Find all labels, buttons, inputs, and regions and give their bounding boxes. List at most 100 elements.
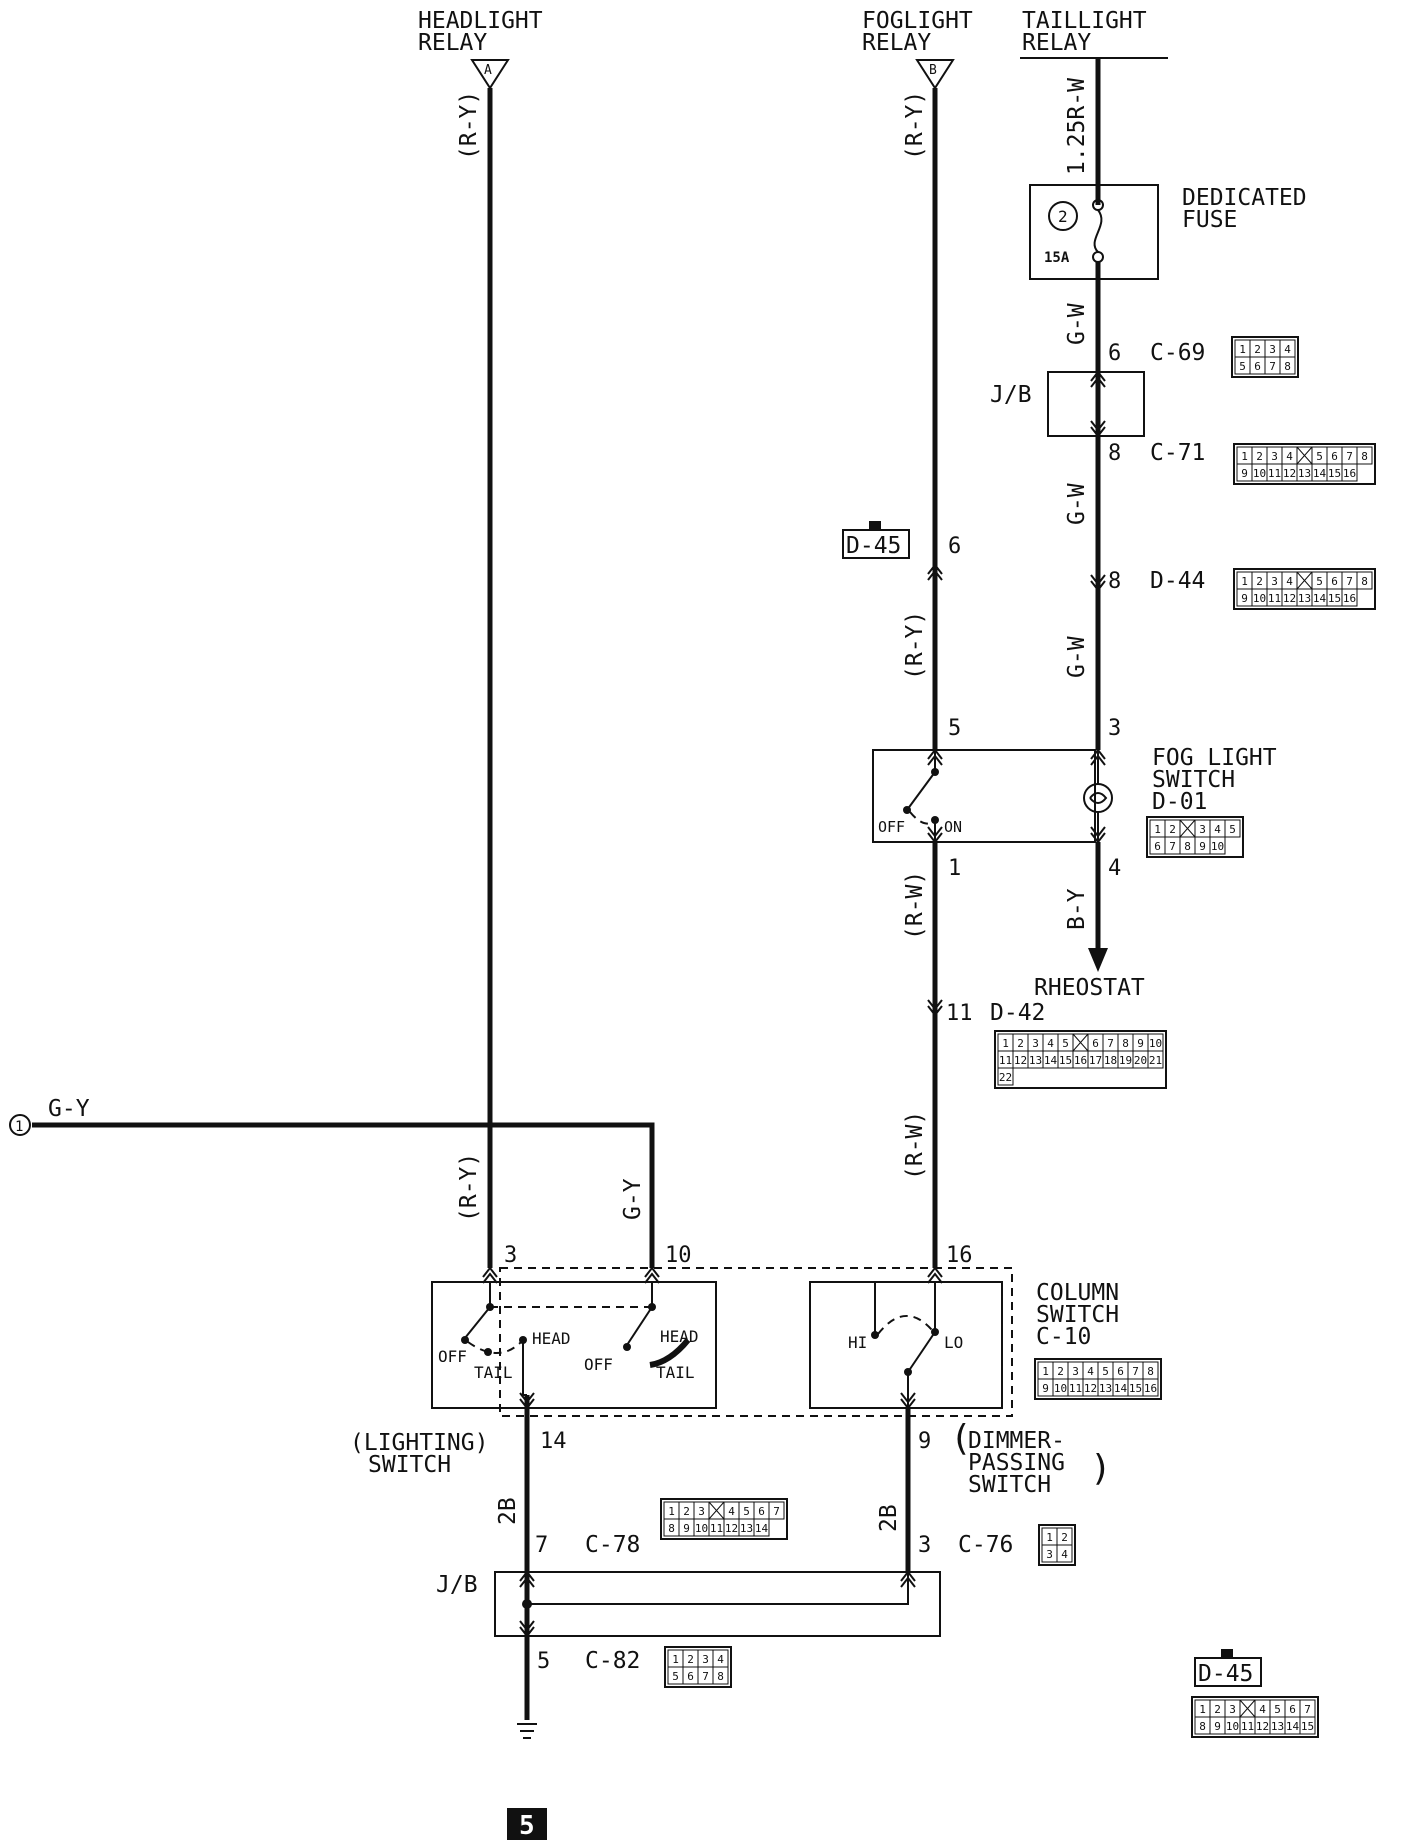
connector-pin-number: 14	[1286, 1720, 1300, 1733]
foglight-relay-label: FOGLIGHT RELAY	[862, 8, 973, 56]
connector-pin-number: 11	[710, 1522, 723, 1535]
svg-text:5: 5	[519, 1811, 535, 1840]
wire-arrow-mark	[1090, 826, 1106, 844]
connector-pin-number: 2	[1254, 343, 1261, 356]
bracket-close: )	[1090, 1448, 1112, 1489]
connector-pin-number: 5	[1062, 1037, 1069, 1050]
connector-pin-number: 10	[695, 1522, 708, 1535]
svg-text:D-45: D-45	[846, 533, 901, 559]
svg-text:SWITCH: SWITCH	[968, 1472, 1051, 1498]
connector-pin-number: 12	[1283, 592, 1296, 605]
connector-pin-number: 3	[1271, 575, 1278, 588]
connector-pin-number: 7	[773, 1505, 780, 1518]
connector-pin-number: 8	[1284, 360, 1291, 373]
connector-pin-number: 7	[1169, 840, 1176, 853]
connector-pin-number: 8	[668, 1522, 675, 1535]
connector-cell	[753, 1518, 770, 1537]
connector-pin-number: 12	[1084, 1382, 1097, 1395]
connector-cell	[1209, 836, 1226, 855]
wire-color-label: G-W	[1064, 303, 1090, 345]
connector-cell	[1356, 446, 1373, 465]
connector-pin-number: 12	[725, 1522, 738, 1535]
connector-pin-number: 2	[1061, 1531, 1068, 1544]
connector-pin-number: 14	[1313, 467, 1327, 480]
column-switch-outline	[499, 1267, 1013, 1417]
dedicated-fuse: 2 15A	[1029, 184, 1159, 280]
connector-pin-number: 4	[1259, 1703, 1266, 1716]
svg-text:TAIL: TAIL	[656, 1363, 695, 1382]
connector-pin-number: 3	[698, 1505, 705, 1518]
connector-pin-number: 4	[1214, 823, 1221, 836]
connector-pin-number: 15	[1301, 1720, 1314, 1733]
connector-pin-number: 11	[1241, 1720, 1254, 1733]
wire-color-label: (R-W)	[902, 1111, 928, 1180]
connector-pin-number: 8	[1361, 575, 1368, 588]
connector-pin-number: 21	[1149, 1054, 1162, 1067]
svg-text:6: 6	[1108, 341, 1121, 366]
connector-cell	[712, 1666, 729, 1685]
pin-label: 9	[918, 1429, 931, 1454]
svg-text:DIMMER-: DIMMER-	[968, 1428, 1065, 1454]
connector-pin-number: 4	[1087, 1365, 1094, 1378]
connector-outline	[1146, 816, 1244, 858]
connector-pin-number: 4	[1047, 1037, 1054, 1050]
connector-blank-cell	[1179, 819, 1196, 838]
wire-color-label: 2B	[495, 1497, 521, 1525]
connector-pin-number: 12	[1256, 1720, 1269, 1733]
connector-pin-number: 5	[743, 1505, 750, 1518]
svg-text:C-69: C-69	[1150, 340, 1205, 366]
connector-pin-number: 3	[1199, 823, 1206, 836]
connector-pin-number: 10	[1226, 1720, 1239, 1733]
svg-text:COLUMN: COLUMN	[1036, 1280, 1119, 1306]
connector-pin-number: 1	[1239, 343, 1246, 356]
svg-text:C-76: C-76	[958, 1532, 1013, 1558]
connector-pin-number: 8	[1184, 840, 1191, 853]
connector-pin-number: 2	[683, 1505, 690, 1518]
wire-arrow-mark	[519, 1392, 535, 1410]
connector-pin-number: 4	[1286, 450, 1293, 463]
dimmer-passing-switch: 16 HI LO	[809, 1243, 1003, 1409]
connector-pin-number: 6	[1331, 450, 1338, 463]
connector-pin-number: 4	[1061, 1548, 1068, 1561]
connector-pin-number: 13	[1271, 1720, 1284, 1733]
connector-pin-number: 2	[1256, 575, 1263, 588]
wire-arrow-mark	[1090, 574, 1106, 592]
wire-arrow-mark	[1090, 748, 1106, 766]
connector-pin-number: 4	[1286, 575, 1293, 588]
connector-pin-number: 2	[1017, 1037, 1024, 1050]
connector-pin-number: 16	[1074, 1054, 1087, 1067]
svg-text:FOG LIGHT: FOG LIGHT	[1152, 745, 1277, 771]
connector-pin-number: 13	[1029, 1054, 1042, 1067]
connector-pin-number: 2	[687, 1653, 694, 1666]
junction-block-lower: J/B	[436, 1571, 941, 1637]
foglight-relay-tag: B	[915, 59, 955, 90]
connector-cell	[1299, 1716, 1316, 1735]
fog-light-switch: 5 3 OFF ON	[872, 716, 1121, 843]
connector-pin-number: 1	[1002, 1037, 1009, 1050]
pin-label: 4	[1108, 856, 1121, 881]
svg-text:2: 2	[1058, 207, 1068, 226]
wire-arrow-mark	[927, 826, 943, 844]
svg-text:16: 16	[946, 1243, 973, 1268]
ground-symbol	[517, 1723, 537, 1739]
connector-outline	[1233, 443, 1376, 485]
connector-pin-number: 13	[740, 1522, 753, 1535]
connector-pin-number: 6	[1154, 840, 1161, 853]
svg-text:B: B	[929, 63, 937, 78]
svg-text:10: 10	[665, 1243, 692, 1268]
pin-label: 14	[540, 1429, 567, 1454]
wire-arrow-mark	[1090, 370, 1106, 388]
svg-text:OFF: OFF	[438, 1347, 467, 1366]
svg-text:1: 1	[15, 1119, 23, 1135]
wire-color-label: 2B	[876, 1504, 902, 1532]
connector-pin-number: 10	[1054, 1382, 1067, 1395]
connector-pin-number: 12	[1283, 467, 1296, 480]
connector-pin-number: 15	[1059, 1054, 1072, 1067]
connector-pin-number: 2	[1169, 823, 1176, 836]
connector-cell	[1341, 463, 1358, 482]
svg-text:SWITCH: SWITCH	[368, 1452, 451, 1478]
svg-text:OFF: OFF	[878, 818, 905, 836]
wire-color-label: (R-Y)	[456, 91, 482, 160]
